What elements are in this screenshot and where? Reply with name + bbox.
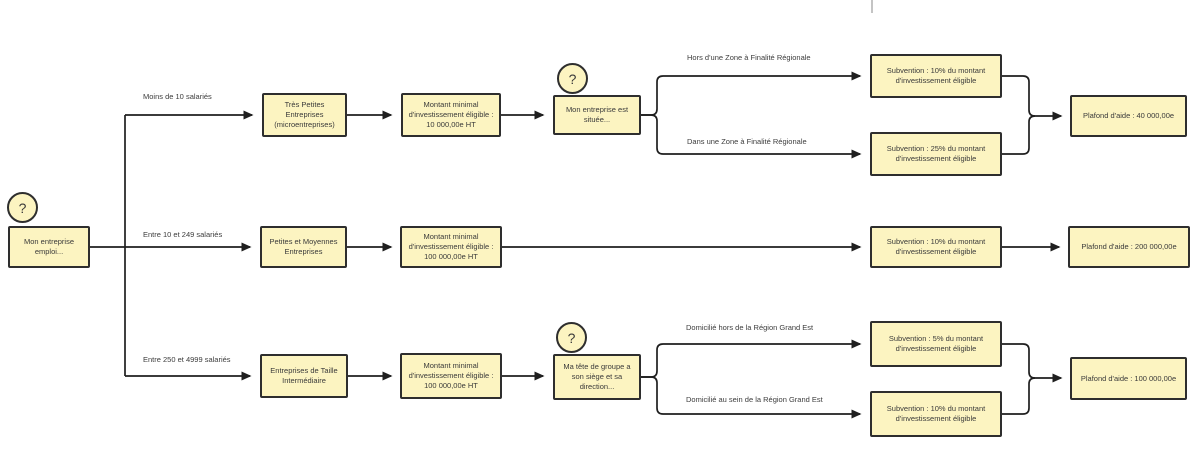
node-subvention-10-bot[interactable]: Subvention : 10% du montant d'investisse…: [870, 391, 1002, 437]
node-plafond-200k[interactable]: Plafond d'aide : 200 000,00e: [1068, 226, 1190, 268]
node-subvention-10-top[interactable]: Subvention : 10% du montant d'investisse…: [870, 54, 1002, 98]
edge-label-sein-grand-est: Domicilié au sein de la Région Grand Est: [686, 395, 823, 404]
node-montant-minimal-10k[interactable]: Montant minimal d'investissement éligibl…: [401, 93, 501, 137]
question-icon-root[interactable]: ?: [7, 192, 38, 223]
edge-merge-bot-a: [1002, 343, 1063, 383]
node-montant-minimal-100k-mid[interactable]: Montant minimal d'investissement éligibl…: [400, 226, 502, 268]
edge-hors-zfr: [641, 71, 862, 116]
node-subvention-5[interactable]: Subvention : 5% du montant d'investissem…: [870, 321, 1002, 367]
node-tres-petites-entreprises[interactable]: Très Petites Entreprises (microentrepris…: [262, 93, 347, 137]
node-entreprise-situee[interactable]: Mon entreprise est située...: [553, 95, 641, 135]
question-icon-tete-groupe[interactable]: ?: [556, 322, 587, 353]
node-root-entreprise-emploi[interactable]: Mon entreprise emploi...: [8, 226, 90, 268]
node-tete-de-groupe[interactable]: Ma tête de groupe a son siège et sa dire…: [553, 354, 641, 400]
edge-label-hors-grand-est: Domicilié hors de la Région Grand Est: [686, 323, 814, 332]
edge-merge-bot-b: [1002, 377, 1036, 415]
edge-sein-grand-est: [641, 376, 862, 419]
edge-label-entre-10-249-salaries: Entre 10 et 249 salariés: [143, 230, 223, 239]
node-plafond-40k[interactable]: Plafond d'aide : 40 000,00e: [1070, 95, 1187, 137]
edge-label-hors-zfr: Hors d'une Zone à Finalité Régionale: [687, 53, 811, 62]
node-plafond-100k[interactable]: Plafond d'aide : 100 000,00e: [1070, 357, 1187, 400]
node-subvention-10-mid[interactable]: Subvention : 10% du montant d'investisse…: [870, 226, 1002, 268]
question-icon-situee[interactable]: ?: [557, 63, 588, 94]
edge-hors-grand-est: [641, 339, 862, 378]
edge-merge-top-b: [1002, 115, 1036, 155]
edge-label-entre-250-4999-salaries: Entre 250 et 4999 salariés: [143, 355, 231, 364]
node-montant-minimal-100k-bot[interactable]: Montant minimal d'investissement éligibl…: [400, 353, 502, 399]
node-subvention-25[interactable]: Subvention : 25% du montant d'investisse…: [870, 132, 1002, 176]
edge-label-dans-zfr: Dans une Zone à Finalité Régionale: [687, 137, 807, 146]
node-entreprises-taille-intermediaire[interactable]: Entreprises de Taille Intermédiaire: [260, 354, 348, 398]
edge-merge-top-a: [1002, 75, 1063, 121]
edge-dans-zfr: [641, 114, 862, 159]
node-petites-moyennes-entreprises[interactable]: Petites et Moyennes Entreprises: [260, 226, 347, 268]
edge-label-moins-10-salaries: Moins de 10 salariés: [143, 92, 212, 101]
